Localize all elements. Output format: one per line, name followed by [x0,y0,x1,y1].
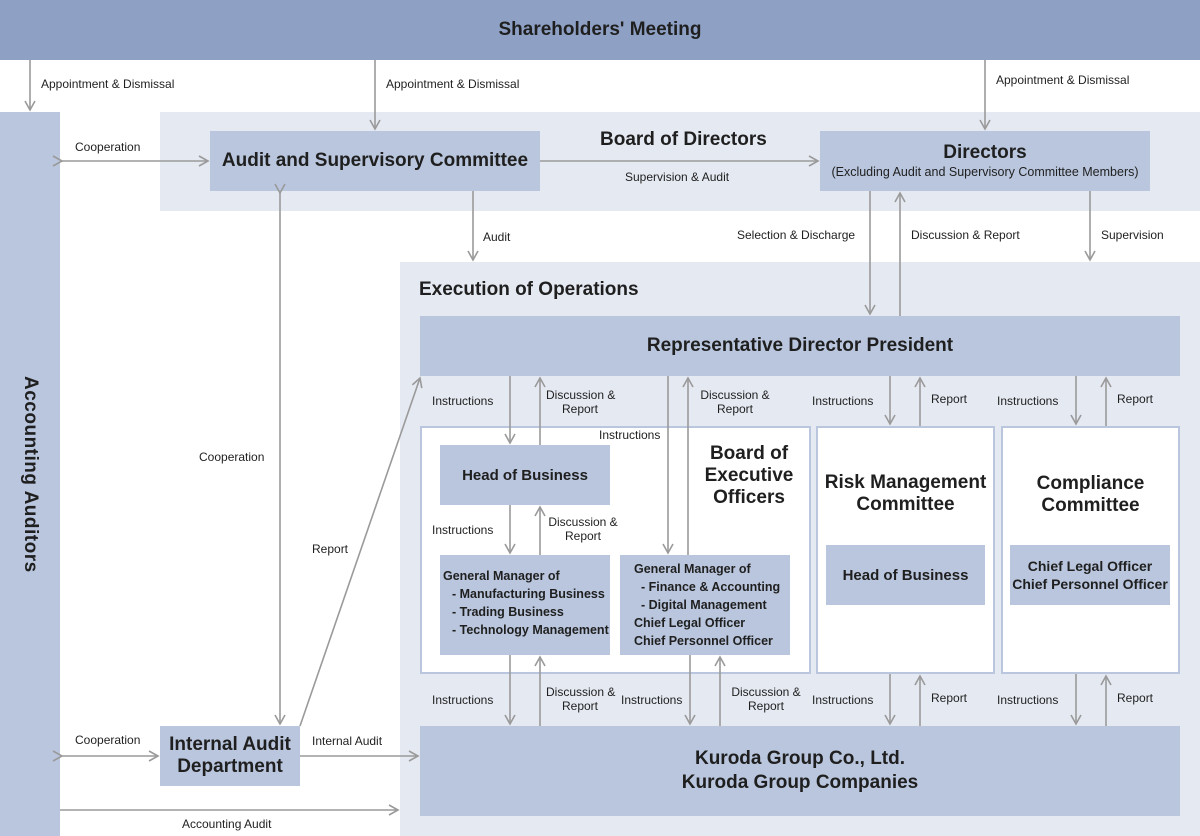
label-report-president: Report [312,542,349,556]
directors: Directors (Excluding Audit and Superviso… [820,131,1150,191]
risk-head-of-business: Head of Business [826,545,985,605]
label-instr-kuroda-4: Instructions [997,693,1059,707]
label-dr-k1-1: Discussion & [546,685,616,699]
compliance-committee-title: Compliance Committee [1001,473,1180,517]
label-appointment-3: Appointment & Dismissal [996,73,1130,87]
label-discussion-report-directors: Discussion & Report [911,228,1020,242]
kuroda-group: Kuroda Group Co., Ltd. Kuroda Group Comp… [420,726,1180,816]
label-instr-kuroda-1: Instructions [432,693,494,707]
label-supervision: Supervision [1101,228,1164,242]
beo-line-1: Board of [709,443,789,464]
label-instr-gm-right: Instructions [599,428,661,442]
label-instr-kuroda-2: Instructions [621,693,683,707]
label-discussion-report-kuroda-2: Discussion & Report [730,685,802,713]
directors-sublabel: (Excluding Audit and Supervisory Committ… [831,165,1139,179]
compliance-officers: Chief Legal Officer Chief Personnel Offi… [1010,545,1170,605]
audit-supervisory-committee: Audit and Supervisory Committee [210,131,540,191]
beo-line-2: Executive [704,465,794,486]
compliance-line-2: Committee [1041,495,1140,516]
label-selection-discharge: Selection & Discharge [737,228,856,242]
accounting-auditors-label: Accounting Auditors [20,375,41,573]
board-of-directors-title: Board of Directors [600,129,767,150]
accounting-auditors: Accounting Auditors [0,112,60,836]
shareholders-meeting: Shareholders' Meeting [0,0,1200,60]
label-instr-gm-left: Instructions [432,523,494,537]
execution-title: Execution of Operations [419,279,639,300]
gm-left-line-1: General Manager of [443,569,560,583]
label-dr-head-2: Report [561,402,599,416]
label-internal-audit: Internal Audit [312,734,383,748]
label-dr-gml-1: Discussion & [548,515,618,529]
risk-head-of-business-label: Head of Business [842,566,969,584]
label-cooperation-bottom: Cooperation [75,733,141,747]
risk-management-committee-title: Risk Management Committee [816,472,995,516]
risk-line-1: Risk Management [824,472,987,493]
directors-label: Directors [943,142,1027,163]
internal-audit-line-2: Department [177,756,283,777]
representative-director-president: Representative Director President [420,316,1180,376]
gm-left-line-3: - Trading Business [452,605,564,619]
representative-director-president-label: Representative Director President [646,335,954,356]
label-dr-k2-1: Discussion & [731,685,801,699]
compliance-officers-line-1: Chief Legal Officer [1027,558,1153,574]
audit-supervisory-committee-label: Audit and Supervisory Committee [221,150,529,171]
kuroda-line-1: Kuroda Group Co., Ltd. [694,748,906,769]
label-instr-kuroda-3: Instructions [812,693,874,707]
beo-line-3: Officers [713,487,785,508]
label-report-kuroda-3: Report [931,691,968,705]
gm-left-line-4: - Technology Management [452,623,609,637]
gm-right-line-3: - Digital Management [641,598,767,612]
board-of-executive-officers-title: Board of Executive Officers [690,443,808,509]
label-dr-gmr-2: Report [716,402,754,416]
gm-manufacturing-trading-technology: General Manager of - Manufacturing Busin… [440,555,610,655]
head-of-business-label: Head of Business [462,466,588,484]
gm-finance-digital-legal-personnel: General Manager of - Finance & Accountin… [620,555,790,655]
label-discussion-report-head: Discussion & Report [546,388,616,416]
label-dr-gmr-1: Discussion & [700,388,770,402]
gm-right-line-5: Chief Personnel Officer [634,634,773,648]
label-report-kuroda-4: Report [1117,691,1154,705]
head-of-business: Head of Business [440,445,610,505]
label-cooperation-top: Cooperation [75,140,141,154]
gm-right-line-1: General Manager of [634,562,751,576]
label-dr-gml-2: Report [564,529,602,543]
label-discussion-report-kuroda-1: Discussion & Report [546,685,616,713]
label-dr-head-1: Discussion & [546,388,616,402]
label-audit: Audit [483,230,511,244]
compliance-officers-line-2: Chief Personnel Officer [1012,576,1168,592]
label-discussion-report-gm-right: Discussion & Report [698,388,772,416]
shareholders-meeting-label: Shareholders' Meeting [498,19,702,40]
risk-line-2: Committee [856,494,955,515]
label-appointment-1: Appointment & Dismissal [41,77,175,91]
gm-right-line-4: Chief Legal Officer [634,616,746,630]
label-appointment-2: Appointment & Dismissal [386,77,520,91]
label-instr-compliance: Instructions [997,394,1059,408]
label-dr-k2-2: Report [747,699,785,713]
internal-audit-line-1: Internal Audit [169,734,291,755]
label-accounting-audit: Accounting Audit [182,817,272,831]
label-instr-head: Instructions [432,394,494,408]
label-report-compliance: Report [1117,392,1154,406]
label-report-risk: Report [931,392,968,406]
label-instr-risk: Instructions [812,394,874,408]
label-dr-k1-2: Report [561,699,599,713]
gm-left-line-2: - Manufacturing Business [452,587,605,601]
label-cooperation-mid: Cooperation [199,450,265,464]
compliance-line-1: Compliance [1036,473,1145,494]
label-supervision-audit: Supervision & Audit [625,170,730,184]
arrow-report-president [299,376,423,727]
label-discussion-report-gm-left: Discussion & Report [548,515,618,543]
internal-audit-department: Internal Audit Department [160,726,300,786]
gm-right-line-2: - Finance & Accounting [641,580,781,594]
kuroda-line-2: Kuroda Group Companies [681,772,919,793]
